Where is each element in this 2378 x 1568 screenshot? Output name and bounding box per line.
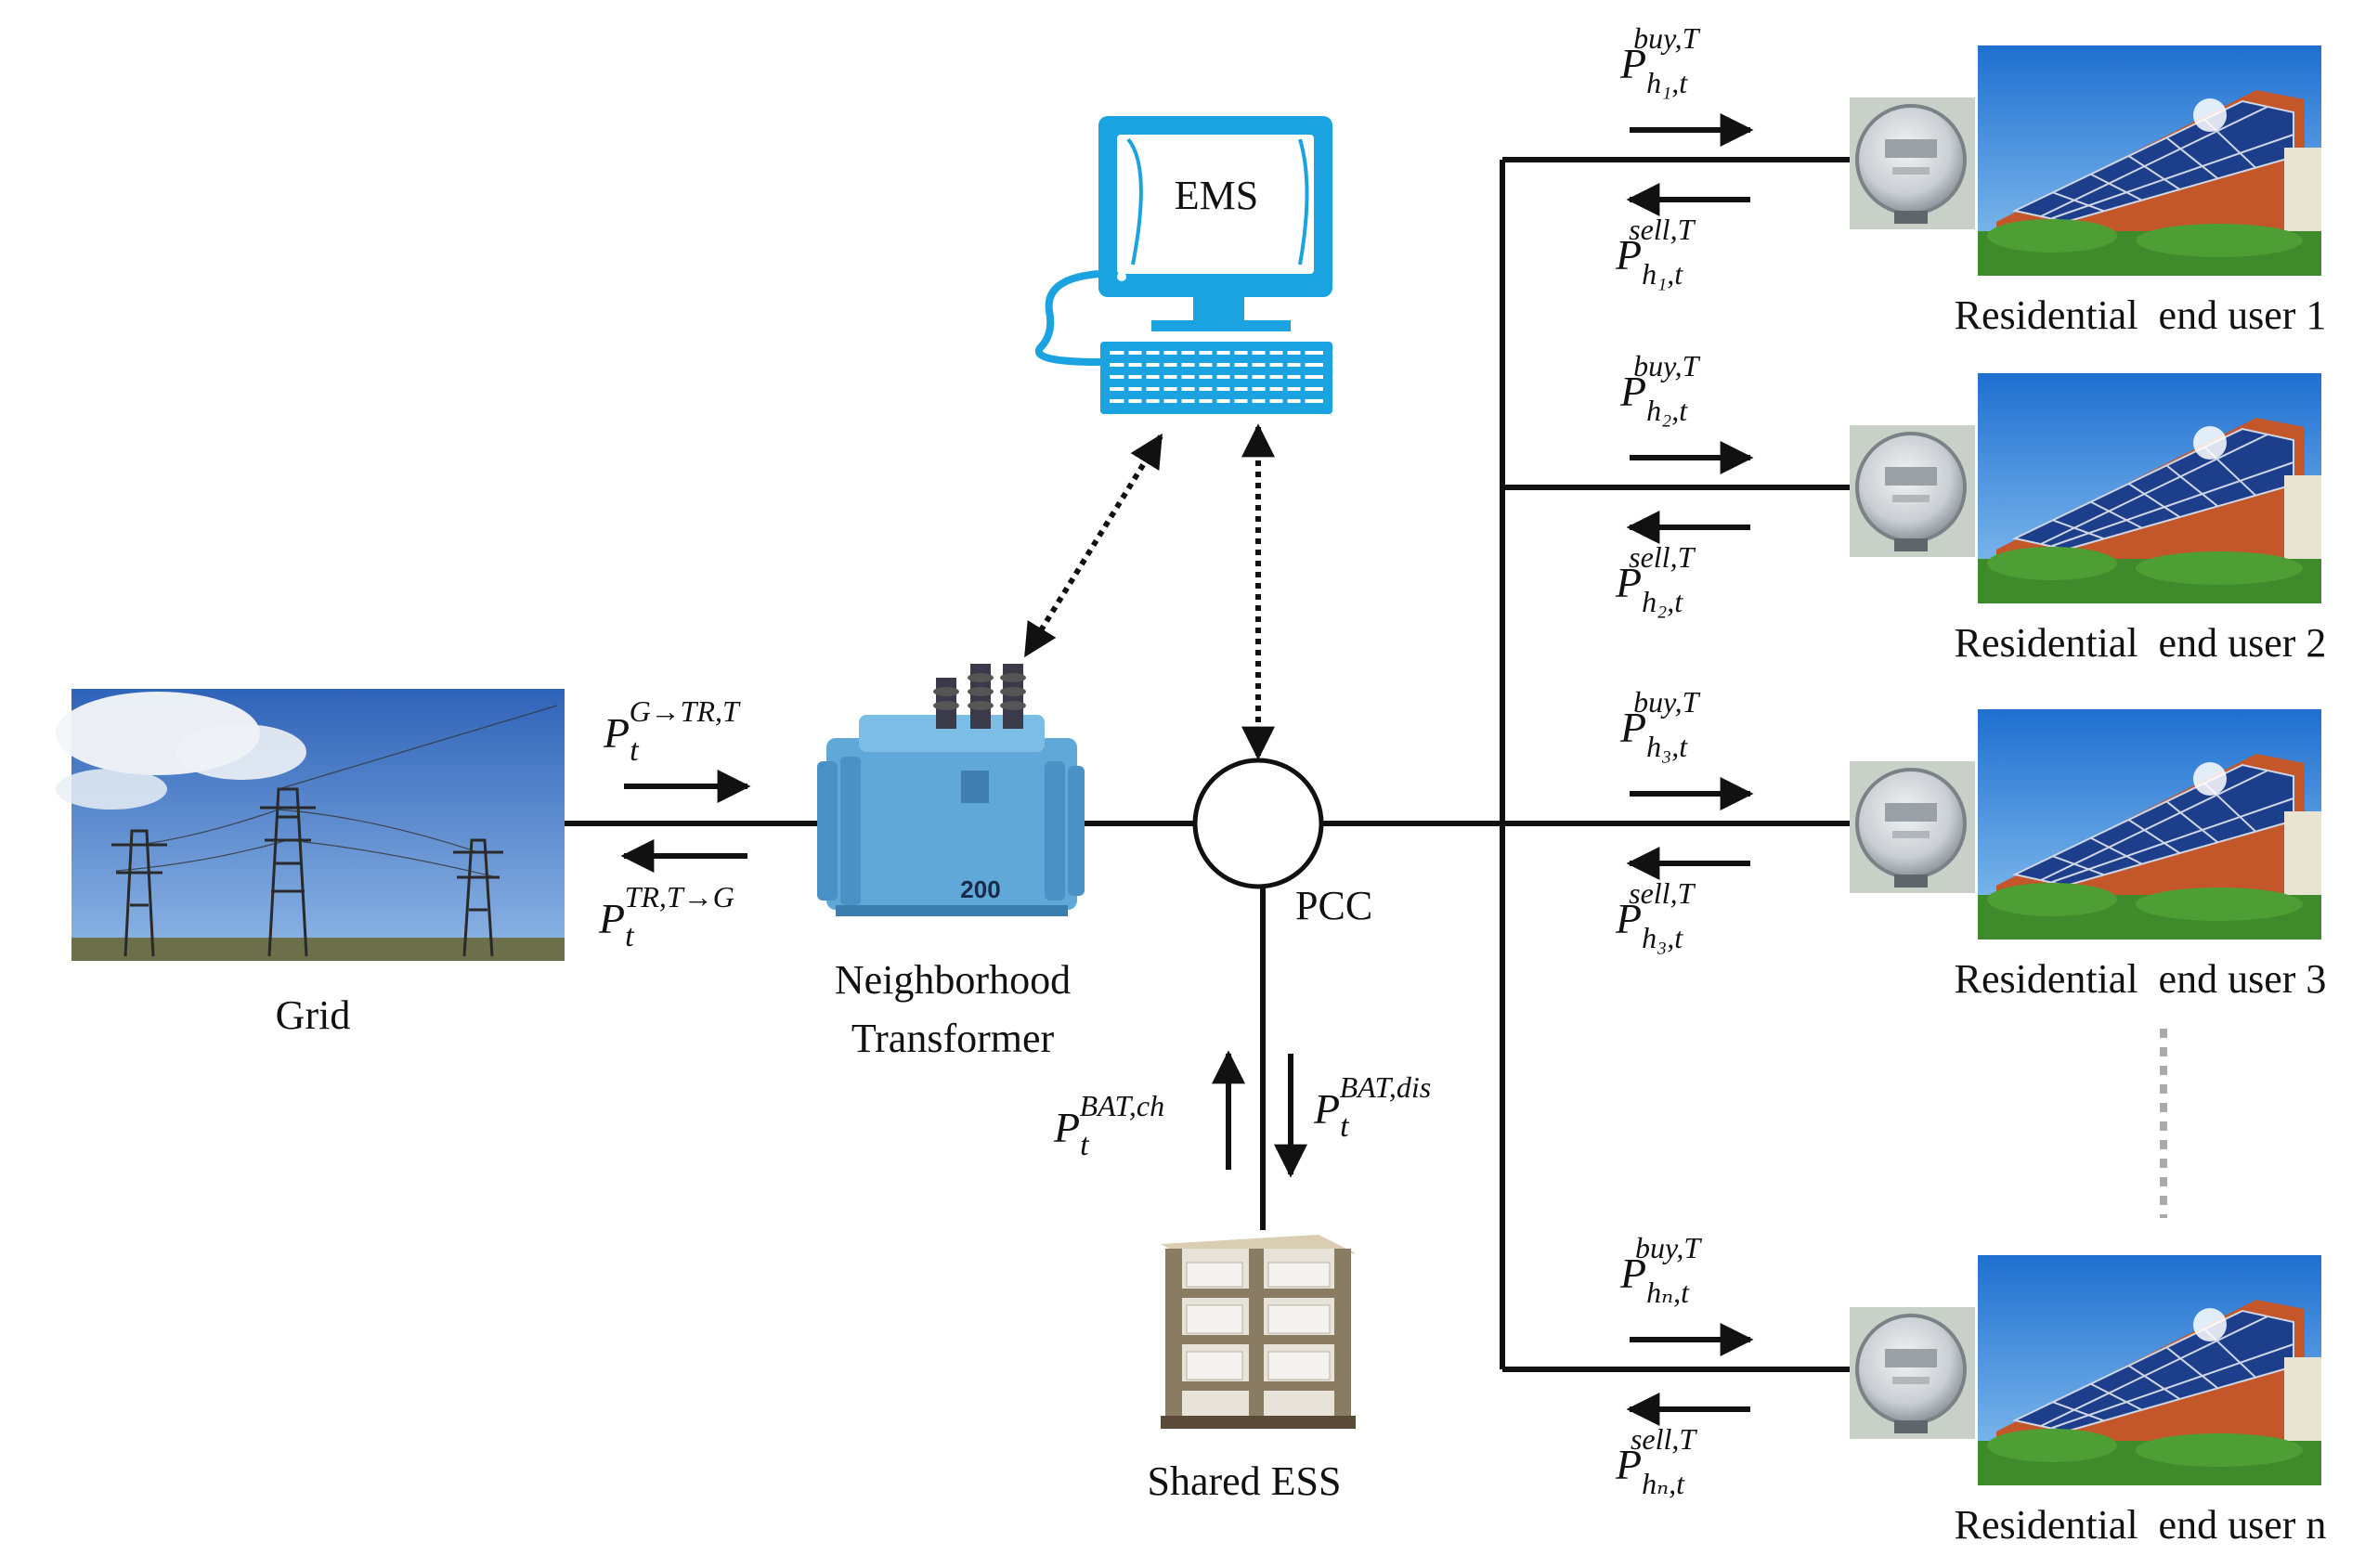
solar-house-icon: [1978, 373, 2321, 603]
residential-user-label: Residential end user n: [1955, 1502, 2327, 1548]
grid-image: [56, 689, 565, 961]
residential-user-label: Residential end user 3: [1955, 956, 2327, 1002]
grid-label: Grid: [276, 992, 351, 1038]
transformer-label-line1: Neighborhood: [835, 957, 1071, 1003]
battery-flow-arrows: [1212, 1050, 1307, 1178]
ems-communication-links: [1023, 423, 1275, 760]
solar-house-icon: [1978, 1255, 2321, 1485]
solar-house-icon: [1978, 45, 2321, 276]
electric-meter-icon: [1850, 1307, 1975, 1439]
sell-flow-label: Ph₂,tsell,T: [1615, 540, 1696, 618]
ems-label: EMS: [1175, 173, 1258, 218]
bus-lines: [565, 157, 1850, 1372]
sell-flow-label: Ph₃,tsell,T: [1615, 876, 1696, 954]
sell-flow-label: Ph₁,tsell,T: [1615, 213, 1696, 291]
battery-discharge-flow-label: PtBAT,dis: [1313, 1070, 1431, 1144]
buy-flow-label: Phₙ,tbuy,T: [1619, 1231, 1702, 1309]
pcc-node: [1192, 758, 1324, 889]
buy-flow-label: Ph₁,tbuy,T: [1619, 21, 1701, 99]
residential-user-3: Ph₃,tbuy,T Ph₃,tsell,T Residential end use…: [1615, 685, 2326, 1002]
grid-to-transformer-flow-label: PtG→TR,T: [603, 694, 741, 768]
pcc-label: PCC: [1295, 883, 1372, 928]
residential-users: Ph₁,tbuy,T Ph₁,tsell,T Residential end use…: [1615, 21, 2326, 1548]
transformer-label-line2: Transformer: [851, 1016, 1055, 1061]
electric-meter-icon: [1850, 97, 1975, 229]
ess-label: Shared ESS: [1148, 1458, 1342, 1504]
buy-flow-label: Ph₂,tbuy,T: [1619, 349, 1701, 427]
residential-user-1: Ph₁,tbuy,T Ph₁,tsell,T Residential end use…: [1615, 21, 2326, 338]
transformer-to-grid-flow-label: PtTR,T→G: [598, 880, 734, 953]
electric-meter-icon: [1850, 761, 1975, 893]
residential-user-label: Residential end user 2: [1955, 620, 2327, 666]
battery-rack-icon: [1161, 1235, 1356, 1429]
transformer-plate: 200: [960, 875, 1000, 903]
buy-flow-label: Ph₃,tbuy,T: [1619, 685, 1701, 763]
solar-house-icon: [1978, 709, 2321, 940]
ems-computer-icon: [1034, 116, 1332, 414]
transformer-icon: 200: [817, 664, 1085, 916]
residential-user-4: Phₙ,tbuy,T Phₙ,tsell,T Residential end use…: [1615, 1231, 2326, 1548]
grid-flow-arrows: [620, 770, 751, 873]
residential-user-2: Ph₂,tbuy,T Ph₂,tsell,T Residential end use…: [1615, 349, 2326, 666]
sell-flow-label: Phₙ,tsell,T: [1615, 1422, 1697, 1500]
residential-user-label: Residential end user 1: [1955, 292, 2327, 338]
electric-meter-icon: [1850, 425, 1975, 557]
battery-charge-flow-label: PtBAT,ch: [1053, 1089, 1164, 1162]
